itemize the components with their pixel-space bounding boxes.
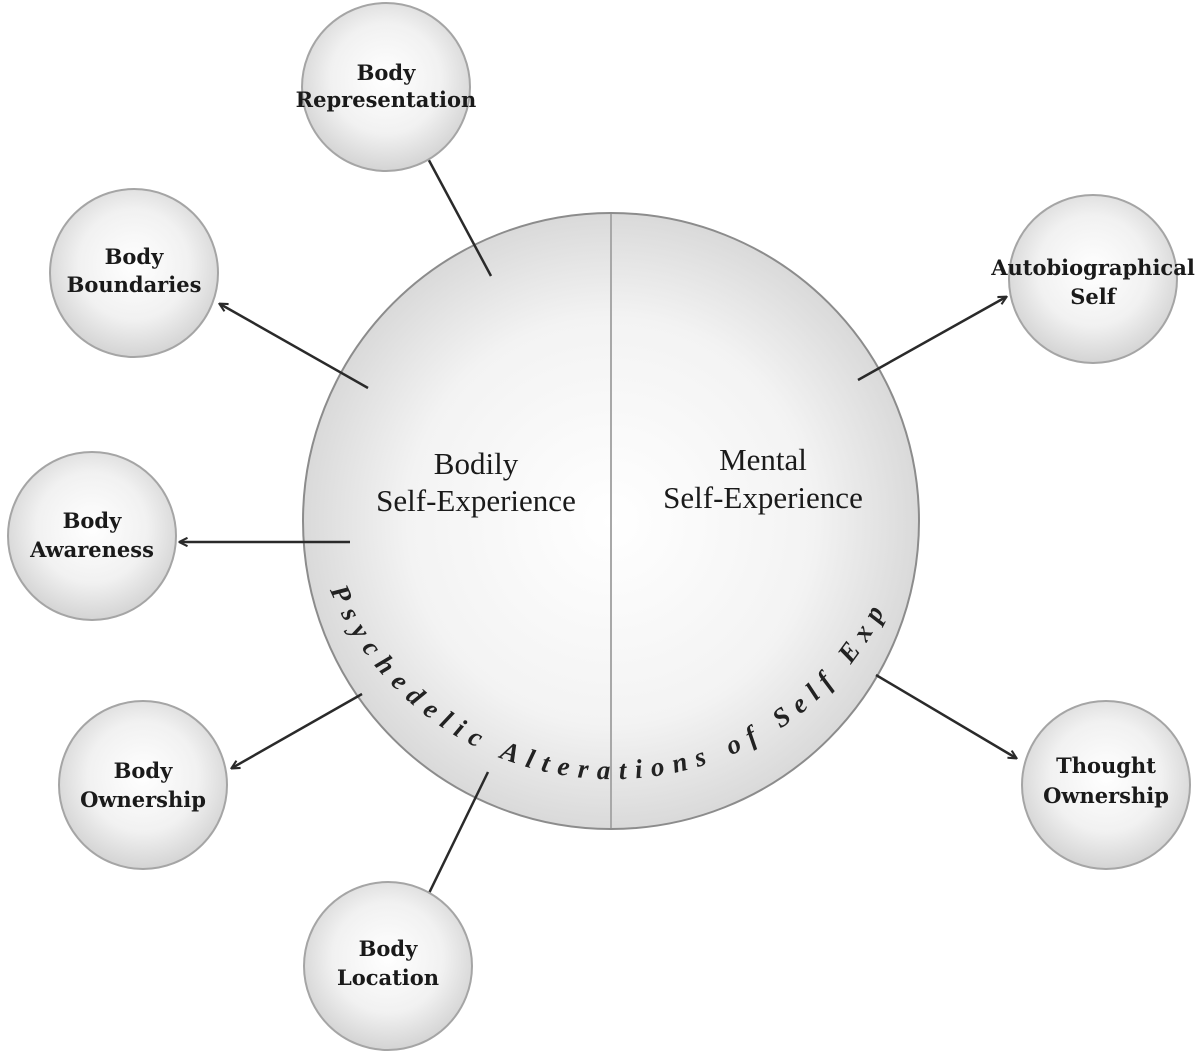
node-label-line2: Location: [337, 965, 439, 990]
node-body-ownership: Body Ownership: [58, 700, 228, 870]
arrow-autobiographical-self: [857, 297, 1006, 382]
node-label-line2: Representation: [296, 87, 477, 112]
node-body-location: Body Location: [303, 881, 473, 1051]
node-label-line1: Body: [63, 508, 122, 533]
node-label-line2: Boundaries: [67, 272, 202, 297]
node-label-line1: Body: [105, 244, 164, 269]
arrow-thought-ownership: [875, 673, 1016, 758]
bodily-title-line1: Bodily: [434, 446, 519, 481]
node-body-representation: Body Representation: [296, 2, 477, 172]
node-label-line2: Awareness: [29, 537, 154, 562]
node-label-line1: Body: [357, 60, 416, 85]
node-label-line1: Body: [114, 758, 173, 783]
node-label-line1: Body: [359, 936, 418, 961]
node-label-line1: Autobiographical: [990, 255, 1195, 280]
main-circle: [302, 212, 920, 830]
arrow-body-boundaries: [220, 304, 369, 390]
bodily-title-line2: Self-Experience: [376, 483, 576, 518]
arrow-body-representation: [417, 138, 493, 277]
mental-title-line2: Self-Experience: [663, 480, 863, 515]
node-label-line1: Thought: [1056, 753, 1156, 778]
arrows: [180, 138, 1016, 922]
node-label-line2: Ownership: [80, 787, 206, 812]
node-label-line2: Ownership: [1043, 783, 1169, 808]
node-label-line2: Self: [1070, 284, 1118, 309]
mental-title-line1: Mental: [719, 442, 807, 477]
node-thought-ownership: Thought Ownership: [1021, 700, 1191, 870]
node-body-boundaries: Body Boundaries: [49, 188, 219, 358]
node-body-awareness: Body Awareness: [7, 451, 177, 621]
arrow-body-ownership: [232, 692, 363, 768]
node-autobiographical-self: Autobiographical Self: [990, 194, 1195, 364]
